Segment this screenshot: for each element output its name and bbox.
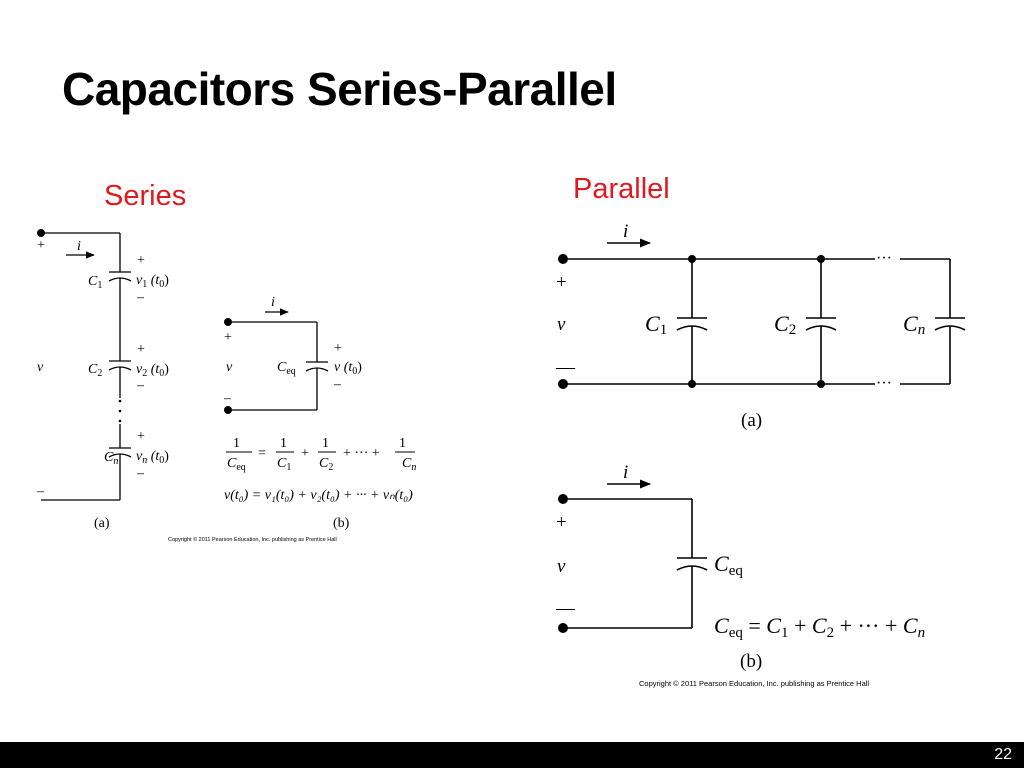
series-a-minus: – bbox=[36, 484, 45, 499]
parallel-b-terminal-top bbox=[558, 494, 568, 504]
parallel-a-terminal-bottom bbox=[558, 379, 568, 389]
formula-one: 1 bbox=[233, 436, 240, 451]
series-a-terminal-top bbox=[37, 229, 45, 237]
parallel-a-plus: + bbox=[556, 272, 567, 293]
parallel-circuit-b bbox=[563, 479, 708, 629]
parallel-a-caption: (a) bbox=[741, 410, 762, 431]
formula-one: 1 bbox=[322, 436, 329, 451]
slide-title: Capacitors Series-Parallel bbox=[62, 63, 617, 115]
series-b-cap-plus: + bbox=[334, 341, 342, 356]
series-formula-voltage-sum: v(t₀) = v₁(t₀) + v₂(t₀) + ··· + vₙ(t₀) bbox=[224, 488, 413, 503]
formula-cn: Cn bbox=[402, 456, 416, 473]
formula-c2: C2 bbox=[319, 456, 333, 473]
parallel-formula-sum: Ceq = C1 + C2 + ··· + Cn bbox=[714, 613, 925, 641]
series-a-c1-plus: + bbox=[137, 253, 145, 268]
parallel-a-terminal-top bbox=[558, 254, 568, 264]
series-label: Series bbox=[104, 180, 187, 212]
parallel-a-c2-label: C2 bbox=[774, 311, 796, 338]
series-b-plus: + bbox=[224, 330, 232, 345]
series-b-ceq-label: Ceq bbox=[277, 360, 296, 377]
formula-dots: + ··· + bbox=[343, 446, 380, 461]
parallel-a-minus: — bbox=[555, 357, 576, 378]
parallel-a-junction bbox=[817, 380, 825, 388]
series-a-dot bbox=[118, 419, 122, 423]
series-b-caption: (b) bbox=[333, 516, 350, 531]
series-copyright: Copyright © 2011 Pearson Education, Inc.… bbox=[168, 536, 337, 543]
slide-number: 22 bbox=[994, 746, 1012, 763]
parallel-a-junction bbox=[688, 255, 696, 263]
formula-one: 1 bbox=[399, 436, 406, 451]
parallel-b-caption: (b) bbox=[740, 651, 762, 672]
series-b-terminal-bottom bbox=[224, 406, 232, 414]
series-b-minus: – bbox=[223, 391, 232, 406]
series-a-voltage-label: v bbox=[37, 360, 44, 375]
parallel-a-dots-bottom: ··· bbox=[876, 375, 892, 392]
parallel-b-plus: + bbox=[556, 512, 567, 533]
parallel-b-terminal-bottom bbox=[558, 623, 568, 633]
circuit-diagrams: + – i v C1 + v1 (t0) – C2 + v2 (t0) – Cn… bbox=[36, 221, 966, 688]
series-a-cn-label: Cn bbox=[104, 450, 118, 467]
series-a-cn-minus: – bbox=[136, 466, 145, 481]
formula-ceq: Ceq bbox=[227, 456, 246, 473]
series-a-plus: + bbox=[37, 238, 45, 253]
series-circuit-a bbox=[41, 232, 132, 501]
parallel-a-voltage-label: v bbox=[557, 314, 566, 335]
parallel-b-ceq-label: Ceq bbox=[714, 551, 743, 579]
footer-bar: 22 bbox=[0, 742, 1024, 768]
series-a-c1-minus: – bbox=[136, 290, 145, 305]
series-a-dot bbox=[118, 399, 122, 403]
series-a-c2-plus: + bbox=[137, 342, 145, 357]
series-b-vt0-label: v (t0) bbox=[334, 360, 362, 377]
parallel-copyright: Copyright © 2011 Pearson Education, Inc.… bbox=[639, 679, 869, 688]
formula-equals: = bbox=[258, 446, 266, 461]
parallel-a-junction bbox=[817, 255, 825, 263]
series-a-c1-label: C1 bbox=[88, 274, 102, 291]
series-a-c2-minus: – bbox=[136, 378, 145, 393]
parallel-a-junction bbox=[688, 380, 696, 388]
series-a-current-label: i bbox=[77, 239, 81, 254]
parallel-a-c1-label: C1 bbox=[645, 311, 667, 338]
parallel-a-cn-label: Cn bbox=[903, 311, 925, 338]
series-b-terminal-top bbox=[224, 318, 232, 326]
series-b-current-label: i bbox=[271, 295, 275, 310]
parallel-b-minus: — bbox=[555, 598, 576, 619]
formula-one: 1 bbox=[280, 436, 287, 451]
parallel-label: Parallel bbox=[573, 173, 670, 205]
series-b-voltage-label: v bbox=[226, 360, 233, 375]
series-a-caption: (a) bbox=[94, 516, 110, 531]
series-a-dot bbox=[118, 409, 122, 413]
parallel-a-dots-top: ··· bbox=[876, 250, 892, 267]
formula-plus: + bbox=[301, 446, 309, 461]
parallel-b-voltage-label: v bbox=[557, 556, 566, 577]
formula-c1: C1 bbox=[277, 456, 291, 473]
parallel-a-current-label: i bbox=[623, 221, 628, 242]
series-a-v2-label: v2 (t0) bbox=[136, 362, 169, 379]
series-a-cn-plus: + bbox=[137, 429, 145, 444]
series-a-c2-label: C2 bbox=[88, 362, 102, 379]
series-formula-reciprocal: 1 Ceq = 1 C1 + 1 C2 + ··· + 1 Cn bbox=[226, 436, 416, 473]
series-b-cap-minus: – bbox=[333, 377, 342, 392]
series-a-vn-label: vn (t0) bbox=[136, 449, 169, 466]
series-circuit-b bbox=[228, 308, 329, 411]
series-a-v1-label: v1 (t0) bbox=[136, 273, 169, 290]
parallel-b-current-label: i bbox=[623, 462, 628, 483]
